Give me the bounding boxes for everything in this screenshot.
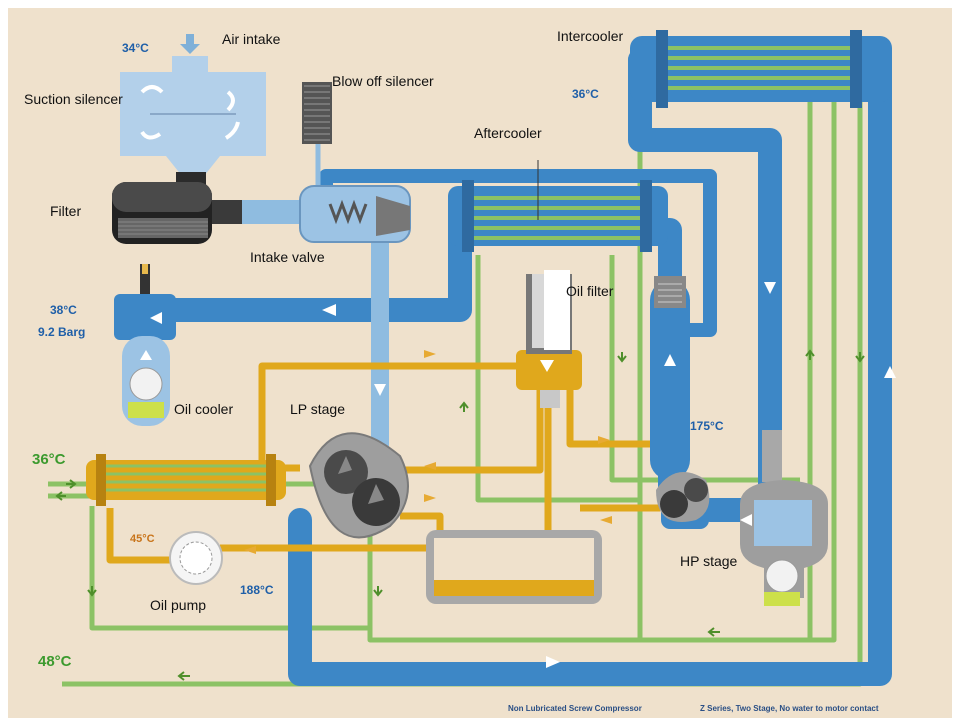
air-flow-arrows — [150, 282, 896, 668]
intake-filter — [112, 172, 242, 244]
oil-filter — [516, 270, 582, 408]
reading-cooling-water-out-temp: 48°C — [38, 653, 72, 670]
label-filter: Filter — [50, 203, 81, 219]
label-hp-stage: HP stage — [680, 553, 738, 569]
label-suction-silencer: Suction silencer — [24, 91, 123, 107]
cooling-water-flow-arrows — [55, 349, 865, 681]
oil-pump — [169, 531, 223, 585]
reading-cooling-water-in-temp: 36°C — [32, 451, 66, 468]
air-intake-arrow — [180, 34, 200, 54]
outlet-separator — [114, 264, 176, 426]
oil-cooler-exchanger — [86, 454, 286, 506]
reading-lp-discharge-temp: 188°C — [240, 583, 274, 597]
lp-stage — [308, 432, 409, 539]
label-intake-valve: Intake valve — [250, 249, 325, 265]
suction-silencer — [120, 56, 266, 176]
label-intercooler: Intercooler — [557, 28, 623, 44]
reading-outlet-pressure: 9.2 Barg — [38, 325, 85, 339]
hp-stage — [650, 276, 710, 522]
label-oil-filter: Oil filter — [566, 283, 614, 299]
label-lp-stage: LP stage — [290, 401, 345, 417]
label-blow-off-silencer: Blow off silencer — [332, 73, 434, 89]
label-oil-pump: Oil pump — [150, 597, 206, 613]
hp-separator — [740, 430, 828, 606]
reading-intercooler-outlet-temp: 36°C — [572, 87, 599, 101]
reading-hp-discharge-temp: 175°C — [690, 419, 724, 433]
reading-outlet-temp: 38°C — [50, 303, 77, 317]
footer-left-caption: Non Lubricated Screw Compressor — [508, 704, 642, 713]
intake-valve — [299, 185, 411, 243]
intercooler — [630, 30, 892, 108]
footer-right-caption: Z Series, Two Stage, No water to motor c… — [700, 704, 879, 713]
blow-off-silencer — [302, 82, 332, 144]
label-aftercooler: Aftercooler — [474, 125, 542, 141]
oil-sump — [426, 530, 602, 604]
label-air-intake: Air intake — [222, 31, 281, 47]
label-oil-cooler: Oil cooler — [174, 401, 233, 417]
reading-air-intake-temp: 34°C — [122, 41, 149, 55]
reading-oil-temp: 45°C — [130, 533, 155, 545]
aftercooler — [448, 160, 668, 252]
